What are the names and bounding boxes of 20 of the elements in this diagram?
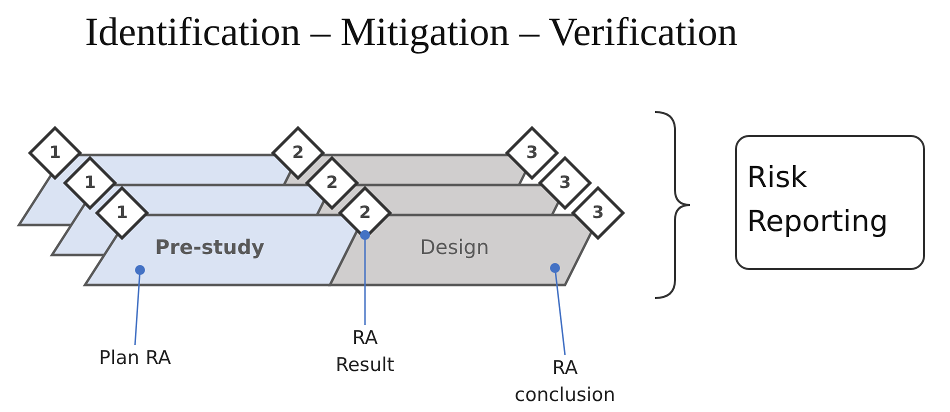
milestone-number: 1	[49, 143, 61, 163]
box-label: Risk Reporting	[747, 159, 889, 240]
leader-label: RA Result	[334, 326, 396, 378]
leader-label: Plan RA	[98, 346, 172, 371]
milestone-number: 3	[526, 143, 538, 163]
milestone-number: 3	[592, 203, 604, 223]
leader-line	[550, 263, 566, 356]
phase-label: Design	[420, 235, 490, 259]
leader-label: RA conclusion	[514, 356, 616, 408]
milestone-number: 3	[559, 173, 571, 193]
milestone-number: 2	[359, 203, 371, 223]
rounded-box	[735, 135, 925, 270]
milestone-number: 2	[292, 143, 304, 163]
diagram-title: Identification – Mitigation – Verification	[85, 8, 738, 55]
leader-line	[134, 265, 145, 346]
milestone-number: 2	[326, 173, 338, 193]
milestone-number: 1	[116, 203, 128, 223]
milestone-number: 1	[84, 173, 96, 193]
leader-line	[360, 230, 370, 325]
phase-label: Pre-study	[155, 235, 264, 259]
